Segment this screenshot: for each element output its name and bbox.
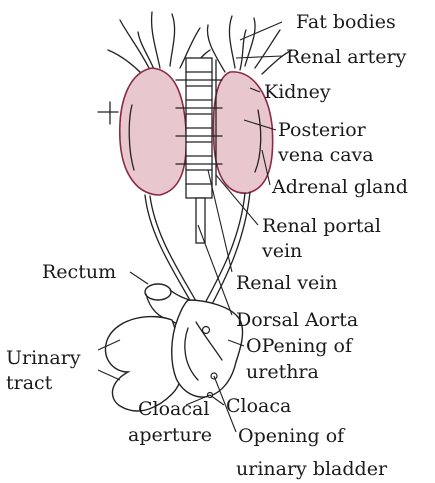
label-urinary-tract-line1: Urinary xyxy=(6,347,81,369)
label-dorsal-aorta: Dorsal Aorta xyxy=(236,309,358,331)
urethra-opening xyxy=(203,327,210,334)
label-opening-of-urinary-bladder-line1: Opening of xyxy=(238,425,346,447)
fat-bodies-right xyxy=(207,16,292,74)
label-renal-artery: Renal artery xyxy=(286,46,407,68)
label-kidney: Kidney xyxy=(264,81,331,103)
label-opening-of-urinary-bladder-line2: urinary bladder xyxy=(236,458,388,480)
label-opening-of-urethra-line1: OPening of xyxy=(246,335,354,357)
dorsal-aorta-trunk xyxy=(196,198,205,243)
label-fat-bodies: Fat bodies xyxy=(296,11,396,33)
label-urinary-tract-line2: tract xyxy=(6,372,53,394)
label-posterior-vena-cava-line1: Posterior xyxy=(278,119,367,141)
label-cloaca: Cloaca xyxy=(226,395,291,417)
label-renal-portal-vein-line2: vein xyxy=(261,240,302,262)
left-renal-branch xyxy=(98,102,118,124)
label-adrenal-gland: Adrenal gland xyxy=(271,176,408,198)
label-cloacal-aperture-line2: aperture xyxy=(128,424,212,446)
label-rectum: Rectum xyxy=(42,261,116,283)
label-cloacal-aperture-line1: Cloacal xyxy=(138,398,209,420)
label-renal-portal-vein-line1: Renal portal xyxy=(262,215,381,237)
label-renal-vein: Renal vein xyxy=(236,272,338,294)
label-posterior-vena-cava-line2: vena cava xyxy=(277,144,374,166)
urinary-bladder xyxy=(105,317,182,411)
label-opening-of-urethra-line2: urethra xyxy=(246,361,319,383)
